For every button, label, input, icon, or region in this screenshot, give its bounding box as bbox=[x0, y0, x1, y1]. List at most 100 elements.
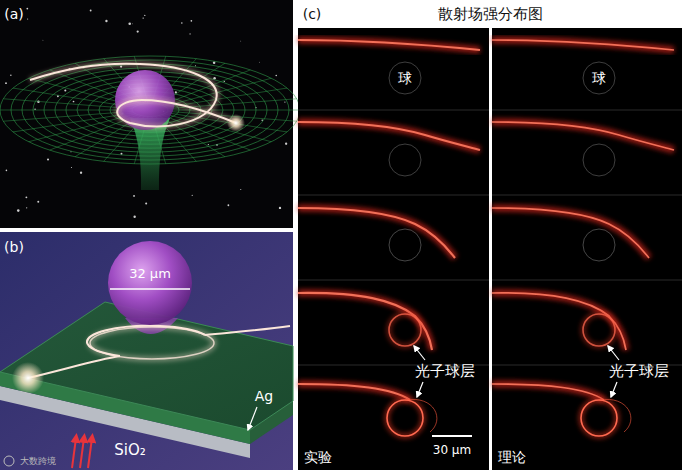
panel-ground bbox=[0, 232, 293, 470]
title-ground bbox=[293, 0, 682, 28]
star bbox=[105, 20, 107, 22]
beam-glow bbox=[492, 384, 604, 400]
frame-divider bbox=[298, 280, 489, 281]
column-label: 理论 bbox=[498, 449, 526, 466]
leader-line bbox=[414, 346, 425, 360]
space-ground bbox=[0, 0, 293, 228]
light-trail-glow bbox=[30, 64, 236, 127]
panel-label: (b) bbox=[4, 239, 24, 256]
field-column bbox=[492, 40, 682, 436]
beam-core bbox=[492, 122, 674, 150]
star bbox=[5, 82, 7, 84]
field-column bbox=[298, 40, 489, 436]
scattered-ray bbox=[405, 399, 437, 432]
star bbox=[227, 204, 229, 206]
star bbox=[275, 75, 277, 77]
leader-line bbox=[248, 407, 257, 430]
star bbox=[133, 195, 135, 197]
beam-core bbox=[298, 293, 432, 350]
light-source bbox=[12, 362, 44, 394]
star bbox=[27, 18, 28, 19]
watermark-logo bbox=[4, 456, 14, 466]
star bbox=[26, 207, 27, 208]
photon-sphere-ring bbox=[583, 314, 615, 346]
star bbox=[6, 170, 8, 172]
beam-glow bbox=[298, 122, 480, 150]
star bbox=[73, 101, 75, 103]
callout-label: 光子球层 bbox=[609, 362, 669, 380]
photon-sphere-ring bbox=[389, 314, 421, 346]
star bbox=[137, 30, 139, 32]
experiment-ground bbox=[298, 28, 489, 470]
beam-core bbox=[492, 384, 604, 400]
star bbox=[285, 143, 287, 145]
frame-divider bbox=[492, 280, 682, 281]
star bbox=[37, 201, 39, 203]
star bbox=[145, 202, 147, 204]
scale-label: 30 μm bbox=[433, 443, 471, 457]
panel-label: (c) bbox=[303, 6, 322, 23]
sphere-label: 球 bbox=[398, 70, 412, 87]
grid-spoke bbox=[0, 110, 132, 111]
star bbox=[26, 8, 28, 10]
beam-glow bbox=[492, 293, 626, 350]
photon-sphere-ring bbox=[387, 400, 423, 436]
leader-line bbox=[608, 346, 619, 360]
ring-glow bbox=[581, 400, 617, 436]
star bbox=[279, 207, 281, 209]
beam-core bbox=[298, 122, 480, 150]
star bbox=[240, 40, 242, 42]
sphere-outline bbox=[583, 229, 615, 261]
star bbox=[284, 101, 285, 102]
column-label: 实验 bbox=[304, 449, 332, 466]
theory-ground bbox=[492, 28, 682, 470]
star bbox=[128, 22, 131, 25]
callout-label: 光子球层 bbox=[415, 362, 475, 380]
material-label: SiO₂ bbox=[114, 441, 146, 459]
panel-a bbox=[0, 0, 300, 228]
star bbox=[121, 153, 123, 155]
dimension-label: 32 μm bbox=[129, 266, 171, 282]
sphere-outline bbox=[389, 144, 421, 176]
sphere-outline bbox=[389, 229, 421, 261]
star bbox=[25, 196, 27, 198]
beam-glow bbox=[298, 293, 432, 350]
star bbox=[90, 10, 92, 12]
star bbox=[191, 20, 193, 22]
star bbox=[240, 189, 241, 190]
sphere bbox=[108, 241, 192, 325]
beam-core bbox=[298, 208, 455, 258]
star bbox=[144, 15, 145, 16]
guide-loop-glow bbox=[90, 327, 214, 359]
star bbox=[17, 209, 20, 212]
frame-divider bbox=[492, 110, 682, 111]
grid-spoke bbox=[3, 111, 132, 121]
beam-glow bbox=[298, 40, 480, 50]
incident-arrow bbox=[80, 438, 84, 468]
star bbox=[47, 159, 49, 161]
star bbox=[181, 22, 183, 24]
field-maps bbox=[298, 40, 682, 436]
star bbox=[208, 144, 209, 145]
beam-core bbox=[492, 293, 626, 350]
ring-glow bbox=[387, 400, 423, 436]
guide-loop bbox=[90, 327, 214, 359]
scale-bar bbox=[432, 435, 472, 437]
frame-divider bbox=[298, 110, 489, 111]
ring-glow bbox=[583, 314, 615, 346]
star bbox=[192, 195, 193, 196]
beam-core bbox=[492, 208, 649, 258]
star bbox=[64, 90, 66, 92]
beam-core bbox=[298, 40, 480, 50]
panel-b bbox=[0, 232, 293, 470]
star bbox=[195, 65, 196, 66]
incident-arrow bbox=[88, 438, 92, 468]
sphere-outline bbox=[583, 144, 615, 176]
ring-glow bbox=[389, 314, 421, 346]
star bbox=[133, 216, 135, 218]
photon-dot bbox=[227, 114, 245, 132]
light-trail bbox=[30, 64, 236, 127]
material-label: Ag bbox=[255, 388, 273, 405]
